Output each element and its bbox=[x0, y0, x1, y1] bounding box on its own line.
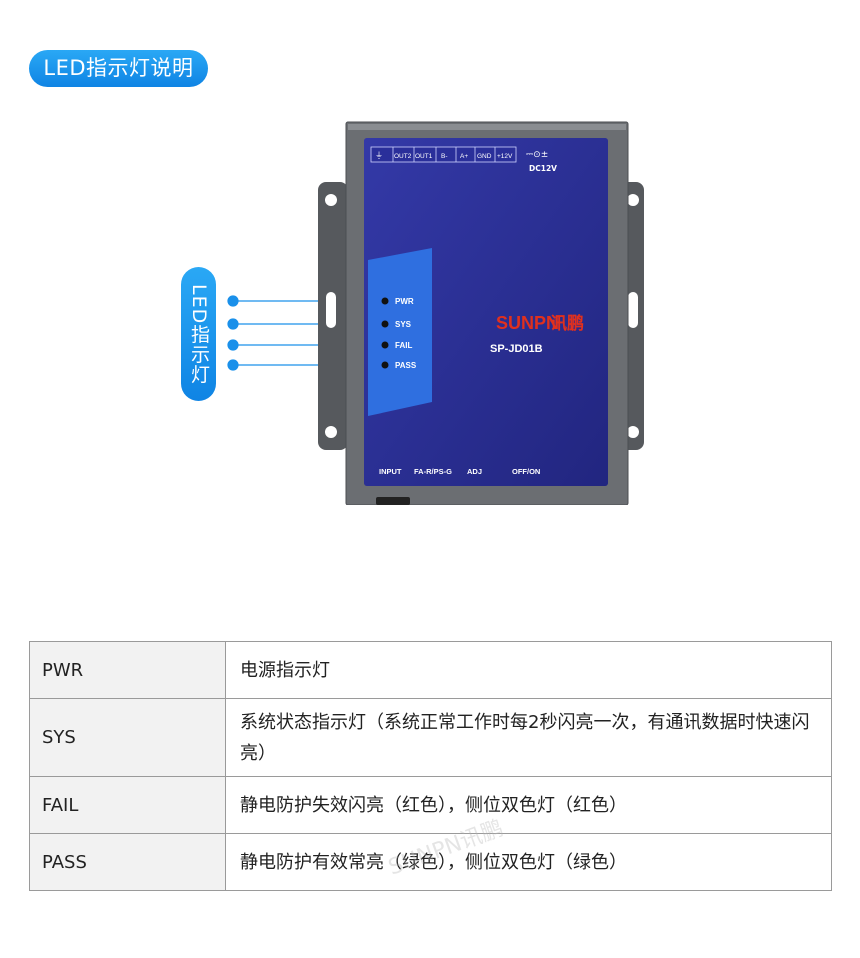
callout-dot-pass bbox=[227, 359, 239, 371]
terminal-12v: +12V bbox=[497, 153, 513, 160]
section-title: LED指示灯说明 bbox=[29, 50, 208, 87]
led-description: 静电防护失效闪亮（红色），侧位双色灯（红色） bbox=[225, 776, 832, 834]
led-description-table: PWR 电源指示灯 SYS 系统状态指示灯（系统正常工作时每2秒闪亮一次，有通讯… bbox=[29, 641, 832, 891]
led-label-pwr: PWR bbox=[395, 297, 414, 306]
led-window bbox=[368, 248, 432, 416]
terminal-out1: OUT1 bbox=[415, 153, 433, 160]
terminal-b: B- bbox=[441, 153, 448, 160]
led-name: PWR bbox=[29, 641, 226, 699]
label-power: OFF/ON bbox=[512, 467, 540, 476]
table-row: SYS 系统状态指示灯（系统正常工作时每2秒闪亮一次，有通讯数据时快速闪亮） bbox=[29, 698, 832, 777]
label-adj: ADJ bbox=[467, 467, 482, 476]
terminal-out2: OUT2 bbox=[394, 153, 412, 160]
ground-icon: ⏚ bbox=[375, 151, 383, 160]
terminal-a: A+ bbox=[460, 153, 468, 160]
led-description: 电源指示灯 bbox=[225, 641, 832, 699]
table-row: FAIL 静电防护失效闪亮（红色），侧位双色灯（红色） bbox=[29, 776, 832, 834]
led-label-fail: FAIL bbox=[395, 341, 412, 350]
led-name: SYS bbox=[29, 698, 226, 777]
dc-polarity-icon: ⎓⊙± bbox=[526, 150, 548, 160]
led-description: 系统状态指示灯（系统正常工作时每2秒闪亮一次，有通讯数据时快速闪亮） bbox=[225, 698, 832, 777]
led-indicator-label: LED指示灯 bbox=[181, 267, 216, 401]
terminal-gnd: GND bbox=[477, 153, 492, 160]
input-connector bbox=[376, 497, 410, 505]
led-label-pass: PASS bbox=[395, 361, 417, 370]
led-label-sys: SYS bbox=[395, 320, 412, 329]
led-name: FAIL bbox=[29, 776, 226, 834]
brand-cn: 讯鹏 bbox=[550, 313, 584, 334]
label-mode: FA-R/PS-G bbox=[414, 467, 452, 476]
model-label: SP-JD01B bbox=[490, 343, 543, 355]
table-row: PASS 静电防护有效常亮（绿色），侧位双色灯（绿色） bbox=[29, 833, 832, 891]
callout-dot-pwr bbox=[227, 295, 239, 307]
brand-latin: SUNPN bbox=[496, 313, 559, 333]
callout-dot-fail bbox=[227, 339, 239, 351]
table-row: PWR 电源指示灯 bbox=[29, 641, 832, 699]
dc-label: DC12V bbox=[529, 164, 557, 173]
callout-dot-sys bbox=[227, 318, 239, 330]
label-input: INPUT bbox=[379, 467, 402, 476]
led-description: 静电防护有效常亮（绿色），侧位双色灯（绿色） bbox=[225, 833, 832, 891]
callout-lines bbox=[227, 295, 383, 371]
device-image: ⏚ OUT2 OUT1 B- A+ GND +12V ⎓⊙± DC12V PWR… bbox=[318, 121, 644, 505]
led-name: PASS bbox=[29, 833, 226, 891]
